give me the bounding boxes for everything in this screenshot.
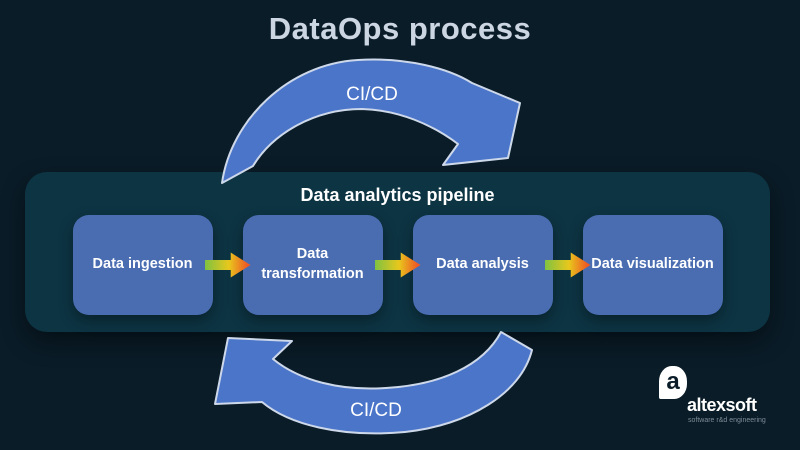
altexsoft-logo-mark-icon: a: [659, 366, 687, 399]
cicd-bottom-arrow-icon: [214, 331, 533, 435]
pipeline-title: Data analytics pipeline: [300, 185, 495, 205]
altexsoft-logo-name: altexsoft: [687, 395, 757, 415]
pipeline-panel: Data analytics pipeline Data ingestion D…: [25, 172, 770, 332]
stage-label: Data visualization: [591, 256, 714, 273]
cicd-top-arrow-icon: [221, 58, 521, 184]
altexsoft-logo-tagline: software r&d engineering: [688, 417, 766, 424]
stage-data-visualization: Data visualization: [582, 215, 723, 315]
stage-data-ingestion: Data ingestion: [72, 215, 213, 315]
cicd-bottom-label: CI/CD: [350, 400, 402, 421]
page-title: DataOps process: [268, 11, 532, 46]
stage-label: Data ingestion: [92, 256, 193, 273]
pipeline-stages-row: Data ingestion Data transformation Data …: [25, 215, 770, 315]
altexsoft-logo: a altexsoft software r&d engineering: [654, 366, 768, 428]
stage-label: Data analysis: [436, 256, 529, 273]
stage-data-transformation: Data transformation: [242, 215, 383, 315]
cicd-top-label: CI/CD: [346, 84, 398, 105]
stage-label: Data transformation: [261, 246, 364, 282]
logo-mark-letter: a: [666, 367, 680, 395]
stage-data-analysis: Data analysis: [412, 215, 553, 315]
